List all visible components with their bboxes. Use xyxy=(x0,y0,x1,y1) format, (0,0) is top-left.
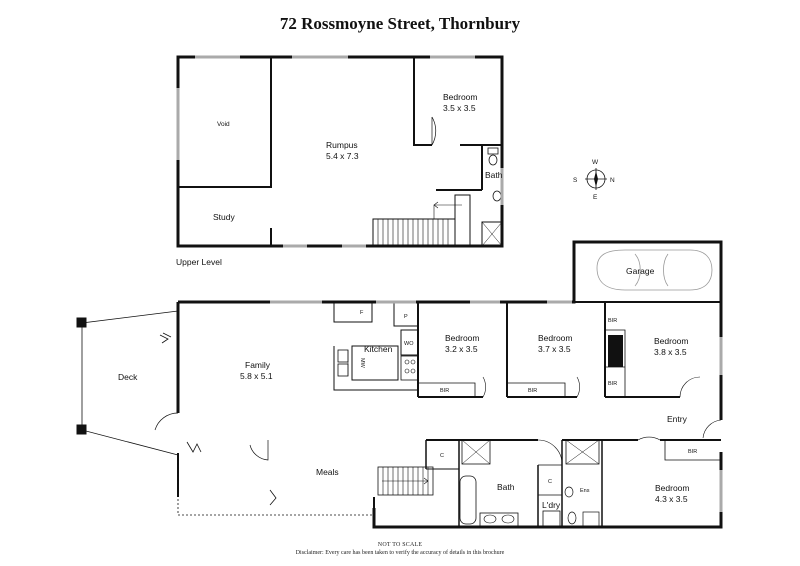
bed3-robe-bottom-label: BIR xyxy=(608,381,617,387)
bed3-dims: 3.8 x 3.5 xyxy=(654,347,687,357)
bed4-robe-label: BIR xyxy=(688,449,697,455)
bed2-dims: 3.7 x 3.5 xyxy=(538,344,571,354)
fridge-label: F xyxy=(360,310,364,316)
upper-level-plan xyxy=(176,55,504,248)
compass-east-label: E xyxy=(593,194,598,201)
ground-bath-label: Bath xyxy=(497,482,515,492)
upper-bedroom-name: Bedroom xyxy=(443,92,478,102)
car-icon xyxy=(596,249,713,291)
family-name: Family xyxy=(245,360,271,370)
rumpus-dims: 5.4 x 7.3 xyxy=(326,151,359,161)
rumpus-name: Rumpus xyxy=(326,140,358,150)
void-label: Void xyxy=(217,121,230,128)
kitchen-label: Kitchen xyxy=(364,344,393,354)
bed4-name: Bedroom xyxy=(655,483,690,493)
cupboard-2-label: C xyxy=(548,479,552,485)
bed1-name: Bedroom xyxy=(445,333,480,343)
compass-south-label: S xyxy=(573,177,578,184)
upper-bedroom-dims: 3.5 x 3.5 xyxy=(443,103,476,113)
ground-windows xyxy=(270,300,723,512)
scale-note: NOT TO SCALE xyxy=(377,542,423,548)
pantry-label: P xyxy=(404,314,408,320)
deck-label: Deck xyxy=(118,372,138,382)
ground-level-plan xyxy=(76,240,723,529)
bed3-name: Bedroom xyxy=(654,336,689,346)
bed2-name: Bedroom xyxy=(538,333,573,343)
wall-oven-label: WO xyxy=(404,341,414,347)
cupboard-1-label: C xyxy=(440,453,444,459)
garage-label: Garage xyxy=(626,266,655,276)
bed2-robe-label: BIR xyxy=(528,388,537,394)
bed1-robe-label: BIR xyxy=(440,388,449,394)
laundry-label: L'dry xyxy=(542,500,561,510)
bed3-robe-top-label: BIR xyxy=(608,318,617,324)
upper-windows xyxy=(176,55,504,248)
family-dims: 5.8 x 5.1 xyxy=(240,371,273,381)
study-label: Study xyxy=(213,212,235,222)
microwave-label: MW xyxy=(359,358,365,369)
entry-label: Entry xyxy=(667,414,688,424)
ensuite-label: Ens xyxy=(580,488,590,494)
page-title: 72 Rossmoyne Street, Thornbury xyxy=(279,14,521,33)
compass-north-label: N xyxy=(610,177,615,184)
bed4-dims: 4.3 x 3.5 xyxy=(655,494,688,504)
compass-west-label: W xyxy=(592,159,599,166)
sliding-door-icon xyxy=(159,332,277,506)
disclaimer: Disclaimer: Every care has been taken to… xyxy=(295,550,505,556)
upper-bath-label: Bath xyxy=(485,170,503,180)
meals-label: Meals xyxy=(316,467,339,477)
room-labels: Void Rumpus 5.4 x 7.3 Bedroom 3.5 x 3.5 … xyxy=(118,92,697,510)
upper-level-label: Upper Level xyxy=(176,257,222,267)
bed1-dims: 3.2 x 3.5 xyxy=(445,344,478,354)
compass-rose-icon: W S N E xyxy=(573,159,615,201)
